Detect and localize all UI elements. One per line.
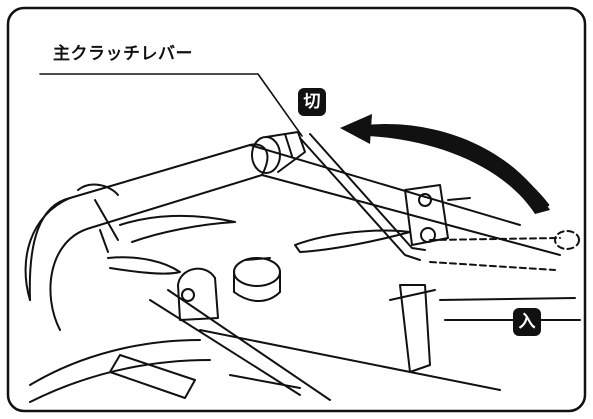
bell <box>233 257 281 302</box>
cables-and-frame <box>29 289 581 403</box>
illustration-border <box>6 6 587 413</box>
alternate-position-dashed <box>429 230 580 271</box>
off-position-badge: 切 <box>298 88 326 116</box>
label-leader-line <box>39 73 303 137</box>
throttle-knob <box>177 267 219 321</box>
grip-cap <box>251 131 306 174</box>
handlebar-tube <box>24 143 561 331</box>
on-position-badge: 入 <box>513 308 541 336</box>
right-brake-lever <box>294 229 436 373</box>
direction-arrow <box>340 114 550 214</box>
clutch-lever-rod <box>299 133 426 261</box>
main-clutch-lever-label: 主クラッチレバー <box>53 44 193 64</box>
left-brake-lever <box>77 183 236 275</box>
clutch-bracket <box>404 184 471 246</box>
